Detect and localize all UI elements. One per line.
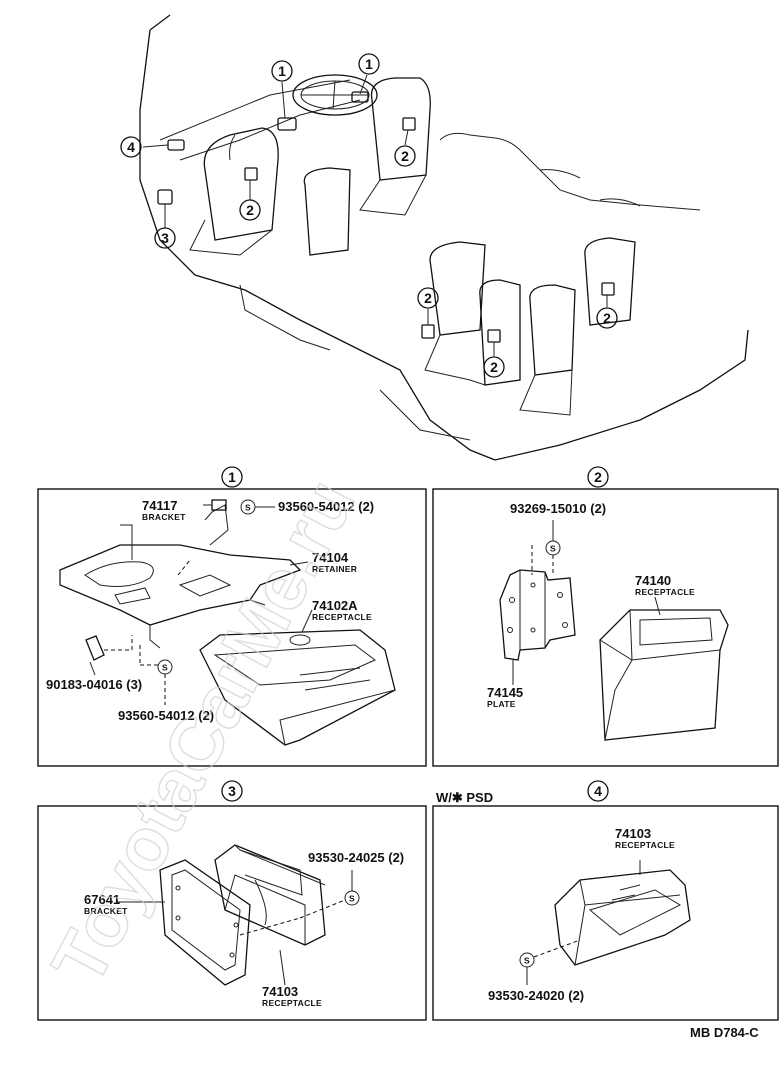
panel-4-frame (432, 805, 779, 1021)
part-93530-24025-label: 93530-24025 (2) (308, 850, 404, 865)
svg-text:3: 3 (161, 230, 169, 246)
callout-2-top-d: 2 (483, 356, 505, 378)
part-74104-label: 74104 RETAINER (312, 550, 357, 574)
panel-3-drawing: S (117, 844, 360, 986)
svg-text:BRACKET: BRACKET (142, 512, 186, 522)
svg-text:2: 2 (401, 148, 409, 164)
screw-symbol-1b: S (162, 663, 168, 673)
svg-text:74103: 74103 (262, 984, 298, 999)
part-74102A-label: 74102A RECEPTACLE (312, 598, 372, 622)
panel-2-drawing: S (499, 520, 729, 741)
svg-text:74117: 74117 (142, 498, 177, 513)
panel-3-header: 3 (221, 780, 243, 802)
callout-3-top: 3 (154, 227, 176, 249)
svg-text:74103: 74103 (615, 826, 651, 841)
screw-symbol-4: S (524, 956, 530, 966)
panel-2-header: 2 (587, 466, 609, 488)
part-74145-label: 74145 PLATE (487, 685, 523, 709)
svg-text:2: 2 (594, 469, 602, 485)
panel-2-frame (432, 488, 779, 767)
part-74103-label-4: 74103 RECEPTACLE (615, 826, 675, 850)
part-93269-15010-label: 93269-15010 (2) (510, 501, 606, 516)
panel-3-frame (37, 805, 427, 1021)
callout-1-top-a: 1 (271, 60, 293, 82)
svg-text:RECEPTACLE: RECEPTACLE (262, 998, 322, 1008)
callout-2-top-e: 2 (596, 307, 618, 329)
svg-text:74102A: 74102A (312, 598, 358, 613)
part-93560-54012-bottom-label: 93560-54012 (2) (118, 708, 214, 723)
svg-text:RECEPTACLE: RECEPTACLE (312, 612, 372, 622)
part-93560-54012-top-label: 93560-54012 (2) (278, 499, 374, 514)
callout-4-top: 4 (120, 136, 142, 158)
panel-4-header: 4 (587, 780, 609, 802)
panel-1-frame (37, 488, 427, 767)
svg-text:74145: 74145 (487, 685, 523, 700)
svg-text:4: 4 (127, 139, 135, 155)
part-90183-04016-label: 90183-04016 (3) (46, 677, 142, 692)
part-93530-24020-label: 93530-24020 (2) (488, 988, 584, 1003)
svg-text:1: 1 (228, 469, 236, 485)
part-67641-label: 67641 BRACKET (84, 892, 128, 916)
panel-4-psd-note: W/✱ PSD (436, 790, 493, 805)
svg-text:1: 1 (365, 56, 373, 72)
screw-symbol-3: S (349, 894, 355, 904)
svg-text:BRACKET: BRACKET (84, 906, 128, 916)
part-74103-label-3: 74103 RECEPTACLE (262, 984, 322, 1008)
watermark: ToyotaCarMe.ru (36, 466, 371, 997)
svg-text:3: 3 (228, 783, 236, 799)
part-74117-label: 74117 BRACKET (142, 498, 186, 522)
svg-text:1: 1 (278, 63, 286, 79)
part-74140-label: 74140 RECEPTACLE (635, 573, 695, 597)
panel-4-drawing: S (519, 860, 691, 985)
panel-1-drawing: S S (59, 499, 396, 746)
svg-text:RECEPTACLE: RECEPTACLE (635, 587, 695, 597)
callout-2-top-c: 2 (417, 287, 439, 309)
svg-text:2: 2 (490, 359, 498, 375)
svg-text:2: 2 (603, 310, 611, 326)
screw-symbol-1a: S (245, 503, 251, 513)
svg-text:2: 2 (246, 202, 254, 218)
svg-text:PLATE: PLATE (487, 699, 516, 709)
callout-2-top-a: 2 (239, 199, 261, 221)
drawing-code: MB D784-C (690, 1025, 759, 1040)
svg-text:2: 2 (424, 290, 432, 306)
svg-text:74104: 74104 (312, 550, 349, 565)
svg-text:4: 4 (594, 783, 602, 799)
callout-1-top-b: 1 (358, 53, 380, 75)
panel-1-header: 1 (221, 466, 243, 488)
svg-text:RECEPTACLE: RECEPTACLE (615, 840, 675, 850)
svg-text:RETAINER: RETAINER (312, 564, 357, 574)
svg-text:67641: 67641 (84, 892, 120, 907)
vehicle-overview (139, 14, 749, 461)
svg-text:74140: 74140 (635, 573, 671, 588)
screw-symbol-2: S (550, 544, 556, 554)
callout-2-top-b: 2 (394, 145, 416, 167)
